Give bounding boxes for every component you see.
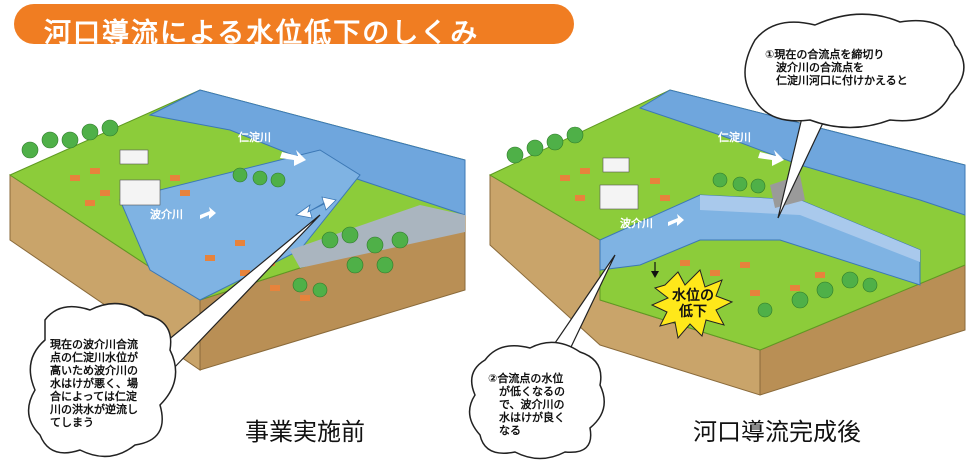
right-top-callout-text: ①現在の合流点を締切り 波介川の合流点を 仁淀川河口に付けかえると — [765, 48, 908, 87]
diagram-title: 河口導流による水位低下のしくみ — [44, 18, 480, 49]
left-main-flow-arrow — [280, 150, 306, 166]
right-tributary-flow-arrow — [668, 214, 684, 226]
right-terrain-block — [468, 13, 966, 460]
left-callout-bubble — [27, 302, 177, 458]
right-bottom-callout-text: ②合流点の水位 が低くなるの で、波介川の 水はけが良く なる — [488, 372, 565, 437]
water-level-drop-burst — [650, 269, 734, 340]
left-main-river — [148, 89, 466, 216]
right-main-flow-arrow — [758, 150, 784, 166]
right-bottom-callout-bubble — [468, 341, 605, 460]
right-top-callout-bubble — [744, 13, 965, 129]
right-tributary-river-label: 波介川 — [620, 217, 653, 230]
title-banner: 河口導流による水位低下のしくみ — [14, 4, 574, 49]
left-main-river-label: 仁淀川 — [238, 131, 271, 144]
left-terrain-block — [8, 89, 466, 458]
left-tributary-river-label: 波介川 — [150, 208, 183, 221]
left-panel-caption: 事業実施前 — [245, 418, 365, 446]
right-panel-caption: 河口導流完成後 — [693, 418, 861, 446]
left-backflow-arrow — [295, 196, 337, 219]
right-main-river-label: 仁淀川 — [718, 131, 751, 144]
left-callout-text: 現在の波介川合流 点の仁淀川水位が 高いため波介川の 水はけが悪く、場 合によっ… — [50, 338, 138, 429]
water-level-drop-text: 水位の 低下 — [672, 288, 714, 320]
left-tributary-flow-arrow — [200, 207, 216, 219]
